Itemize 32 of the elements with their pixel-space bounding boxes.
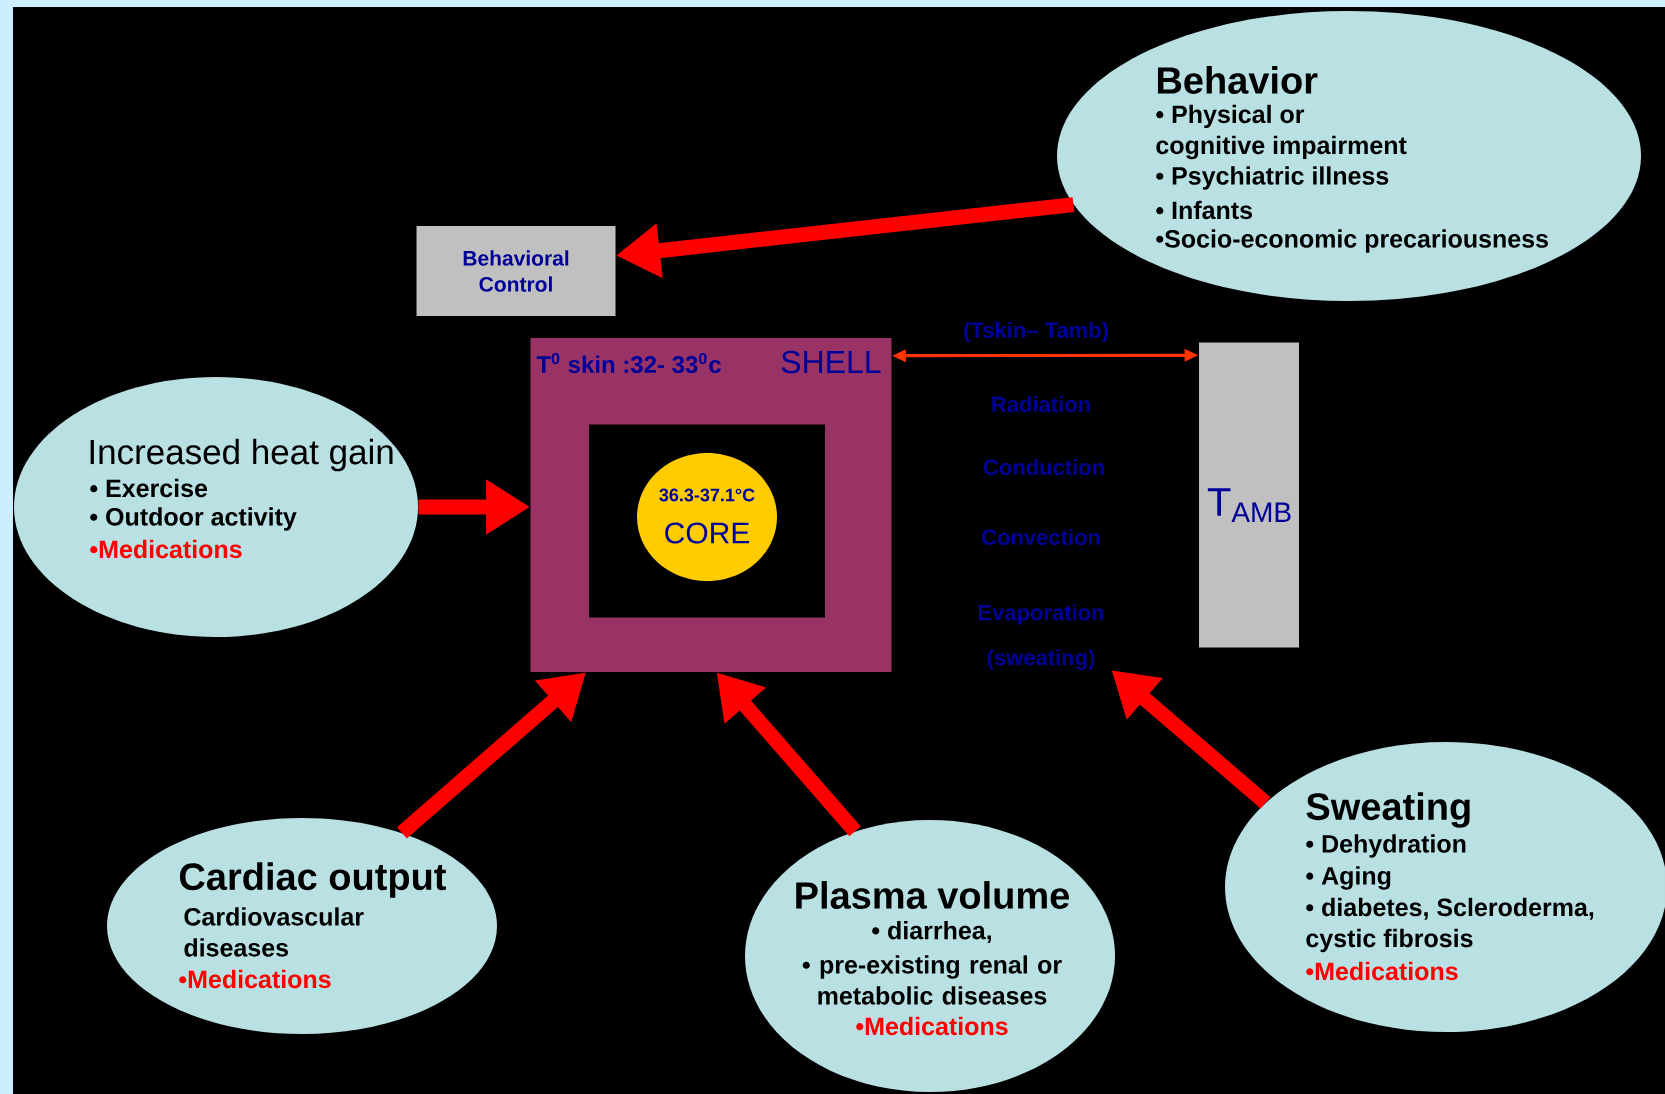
bullet-item: •Medications [179,969,331,989]
temperature-label: T$^{0}$ skin :32- 33$^{0}$c [536,352,721,374]
ellipse-heading: Behavior [1157,66,1318,94]
bullet-item: •Medications [1306,961,1458,981]
bullet-item: • Dehydration [1306,834,1466,858]
mechanism-label: Radiation [992,395,1090,413]
bullet-item: •Medications [90,539,242,559]
temperature-label: 36.3-37.1°C [659,488,755,502]
box-label: T$_{AMB}$ [1207,488,1291,522]
box-label: Behavioral Control [463,250,569,292]
edge-label: (Tskin– Tamb) [961,319,1111,345]
bullet-item: • diarrhea, [872,921,991,943]
bullet-item: Cardiovascular diseases [184,907,364,957]
ellipse-heading: Sweating [1306,792,1470,828]
bullet-item: •Medications [856,1016,1008,1036]
bullet-item: • diabetes, Scleroderma, cystic fibrosis [1306,897,1594,953]
bullet-item: • Exercise [90,478,208,498]
ellipse-heading: Plasma volume [796,881,1069,909]
bullet-item: • Aging [1306,866,1391,890]
bullet-item: • pre-existing renal or metabolic diseases [802,955,1062,1005]
ellipse-heading: Cardiac output [179,862,446,898]
mechanism-label: Conduction [983,458,1104,476]
bullet-item: • Psychiatric illness [1156,166,1389,190]
bullet-item: •Socio-economic precariousness [1156,229,1548,253]
box-label: SHELL [781,350,881,374]
mechanism-label: Evaporation (sweating) [978,604,1104,670]
ellipse-heading: Increased heat gain [90,438,393,472]
circle-label: CORE [665,522,750,544]
bullet-item: • Outdoor activity [90,507,297,531]
mechanism-label: Convection [982,528,1100,546]
bullet-item: • Physical or cognitive impairment [1156,104,1407,160]
bullet-item: • Infants [1156,200,1253,220]
